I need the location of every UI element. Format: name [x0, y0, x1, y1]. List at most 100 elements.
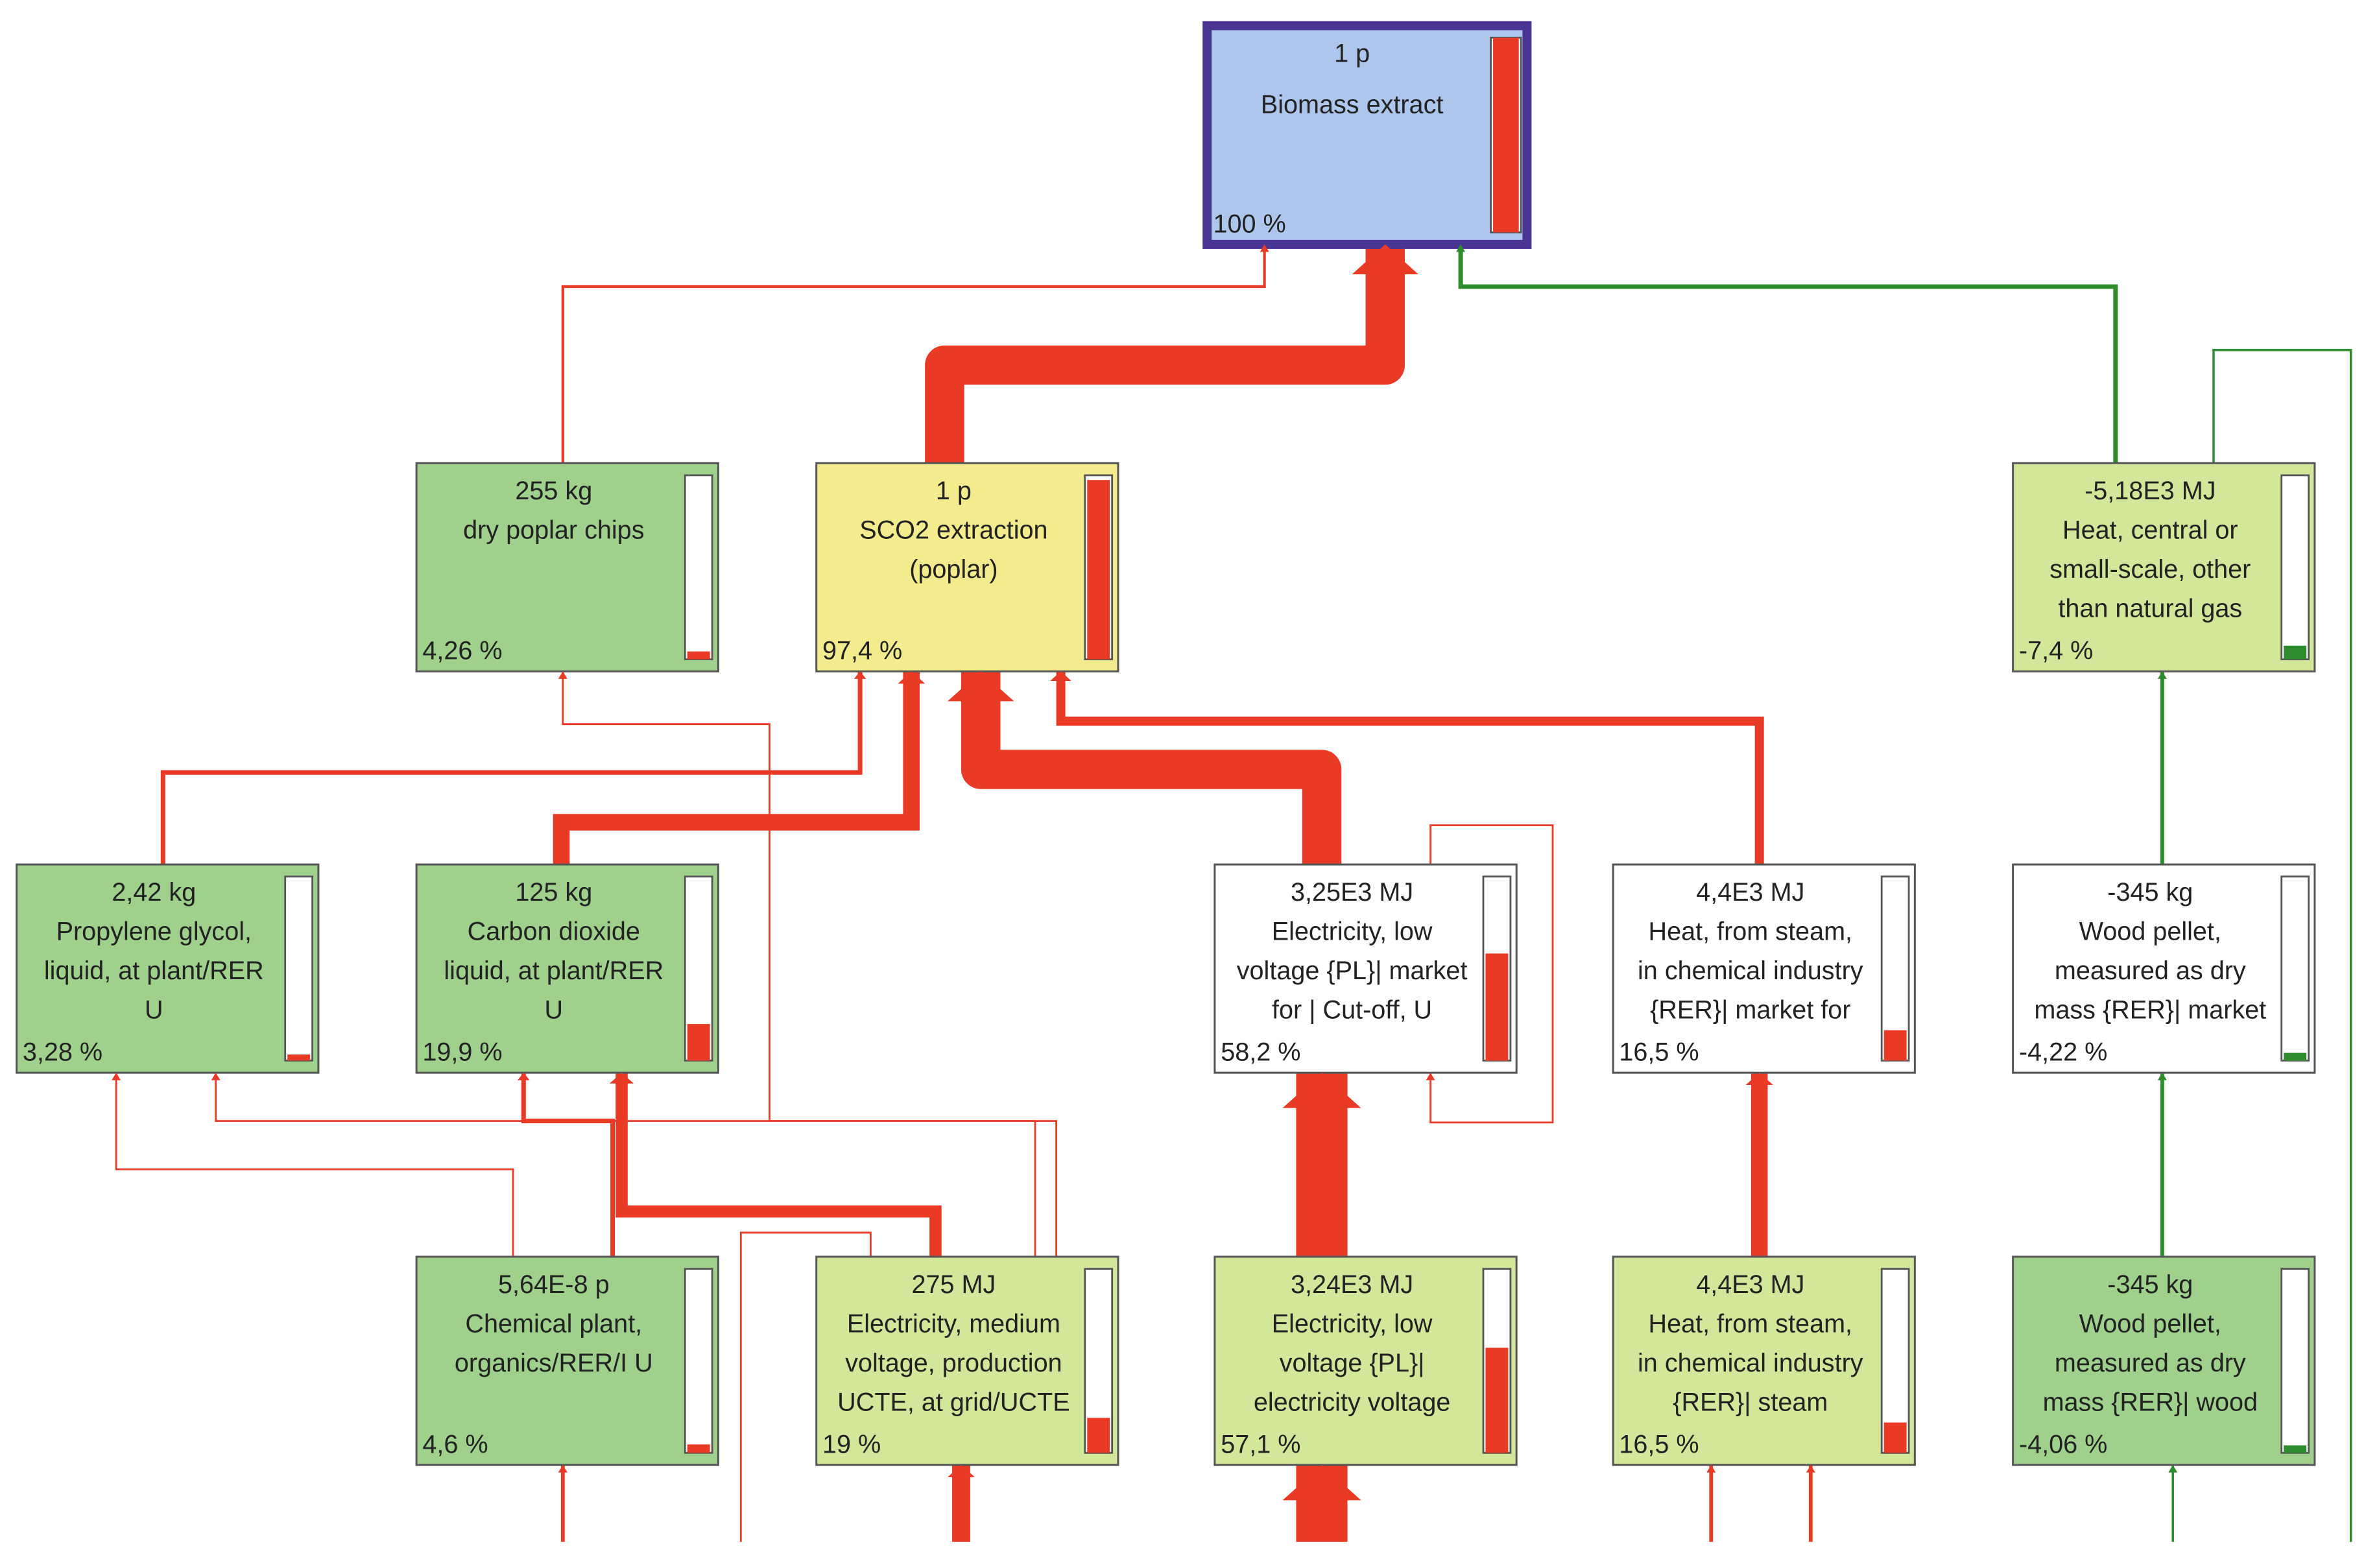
flow-arrowhead [1806, 1465, 1815, 1473]
flow-arrowhead [948, 671, 1014, 702]
node-quantity: 275 MJ [912, 1270, 996, 1299]
node-percent: 57,1 % [1221, 1430, 1300, 1458]
node-electricity-low-market[interactable]: 3,25E3 MJ Electricity, low voltage {PL}| m… [1213, 863, 1518, 1074]
node-box [415, 462, 719, 672]
node-percent: 58,2 % [1221, 1038, 1300, 1067]
flow-arrowhead [1456, 244, 1466, 252]
edge-propylene-to-sco2 [160, 671, 863, 865]
flow-arrowhead [558, 1465, 568, 1473]
node-label-line: UCTE, at grid/UCTE [837, 1388, 1069, 1416]
flow-arrowhead [211, 1073, 221, 1080]
node-label-line: liquid, at plant/RER [444, 956, 663, 985]
node-label-line: electricity voltage [1254, 1388, 1451, 1416]
edge-elec-medium-to-co2 [615, 1073, 942, 1257]
edge-elec-market-self-loop [1429, 824, 1554, 1124]
contribution-bar-track [2280, 875, 2310, 1062]
node-quantity: 255 kg [515, 477, 592, 505]
node-label-line: Electricity, low [1272, 917, 1433, 945]
node-quantity: 4,4E3 MJ [1696, 1270, 1804, 1299]
node-box [415, 1255, 719, 1466]
flow-arrowhead [2157, 1073, 2167, 1080]
edge-co2-to-sco2 [553, 671, 920, 865]
node-label-line: in chemical industry [1638, 1349, 1863, 1377]
node-quantity: -345 kg [2107, 1270, 2193, 1299]
edge-bottom-to-elec-medium [739, 1231, 872, 1542]
contribution-bar-fill [687, 651, 710, 659]
node-label-line: Electricity, low [1272, 1309, 1433, 1338]
node-label-line: Heat, from steam, [1649, 1309, 1853, 1338]
node-quantity: 4,4E3 MJ [1696, 878, 1804, 907]
node-percent: 4,26 % [422, 637, 502, 665]
edge-sco2-to-root [925, 244, 1405, 464]
node-label-line: organics/RER/I U [455, 1349, 653, 1377]
flow-arrowhead [1282, 1073, 1361, 1108]
flow-arrowhead [609, 1073, 634, 1084]
contribution-bar-track [1880, 875, 1910, 1062]
node-heat-steam-chemical[interactable]: 4,4E3 MJ Heat, from steam, in chemical ind… [1612, 1255, 1916, 1466]
flow-arrowheads [112, 244, 2178, 1501]
flow-arrowhead [558, 671, 568, 679]
node-carbon-dioxide[interactable]: 125 kg Carbon dioxide liquid, at plant/RER… [415, 863, 719, 1074]
flow-arrowhead [1706, 1465, 1716, 1473]
flow-arrowhead [1745, 1073, 1773, 1085]
node-percent: 19 % [822, 1430, 881, 1458]
node-label-line: voltage, production [845, 1349, 1062, 1377]
node-label-line: Electricity, medium [847, 1309, 1060, 1338]
node-electricity-medium[interactable]: 275 MJ Electricity, medium voltage, produc… [815, 1255, 1119, 1466]
node-percent: 4,6 % [422, 1430, 488, 1458]
node-box [1213, 1255, 1518, 1466]
node-label-line: in chemical industry [1638, 956, 1863, 985]
contribution-bar-fill [1087, 1418, 1110, 1453]
flow-arrowhead [112, 1073, 121, 1080]
node-quantity: 1 p [936, 477, 972, 505]
flow-arrowhead [1352, 244, 1418, 274]
node-box [815, 462, 1119, 672]
contribution-bar-track [684, 474, 713, 661]
node-quantity: 3,25E3 MJ [1291, 878, 1413, 907]
node-percent: 16,5 % [1619, 1430, 1699, 1458]
flow-arrowhead [854, 671, 866, 679]
node-box [2012, 462, 2316, 672]
edge-elec-market-to-sco2 [961, 671, 1342, 865]
edge-heat-market-to-sco2 [1056, 671, 1764, 865]
contribution-bar-track [2280, 474, 2310, 661]
node-label-line: voltage {PL}| [1280, 1349, 1425, 1377]
contribution-bar-fill [1883, 1422, 1907, 1453]
node-percent: 100 % [1213, 209, 1286, 238]
node-label-line: mass {RER}| wood [2043, 1388, 2258, 1416]
node-label-line: mass {RER}| market [2034, 995, 2266, 1024]
flow-arrowhead [1426, 1073, 1435, 1080]
node-quantity: 2,42 kg [112, 878, 196, 907]
node-quantity: 125 kg [515, 878, 592, 907]
node-label-line: voltage {PL}| market [1237, 956, 1468, 985]
node-box [1612, 1255, 1916, 1466]
contribution-bar-fill [1485, 953, 1509, 1061]
contribution-bar-fill [1493, 38, 1519, 233]
node-label-line: small-scale, other [2049, 555, 2251, 584]
node-label-line: Propylene glycol, [56, 917, 252, 945]
node-label-line: Carbon dioxide [468, 917, 640, 945]
node-box [815, 1255, 1119, 1466]
contribution-bar-fill [287, 1054, 311, 1061]
node-box [1612, 863, 1916, 1074]
node-box [1202, 21, 1532, 249]
edge-chips-to-root [561, 244, 1266, 464]
node-label-line: than natural gas [2058, 595, 2242, 623]
node-percent: 19,9 % [422, 1038, 502, 1067]
edge-chemical-to-co2 [521, 1073, 615, 1257]
node-label-line: SCO2 extraction [859, 516, 1047, 545]
node-label-line: (poplar) [909, 555, 998, 584]
node-label-line: Wood pellet, [2079, 917, 2221, 945]
edge-heat-central-feedback [2212, 349, 2352, 1542]
